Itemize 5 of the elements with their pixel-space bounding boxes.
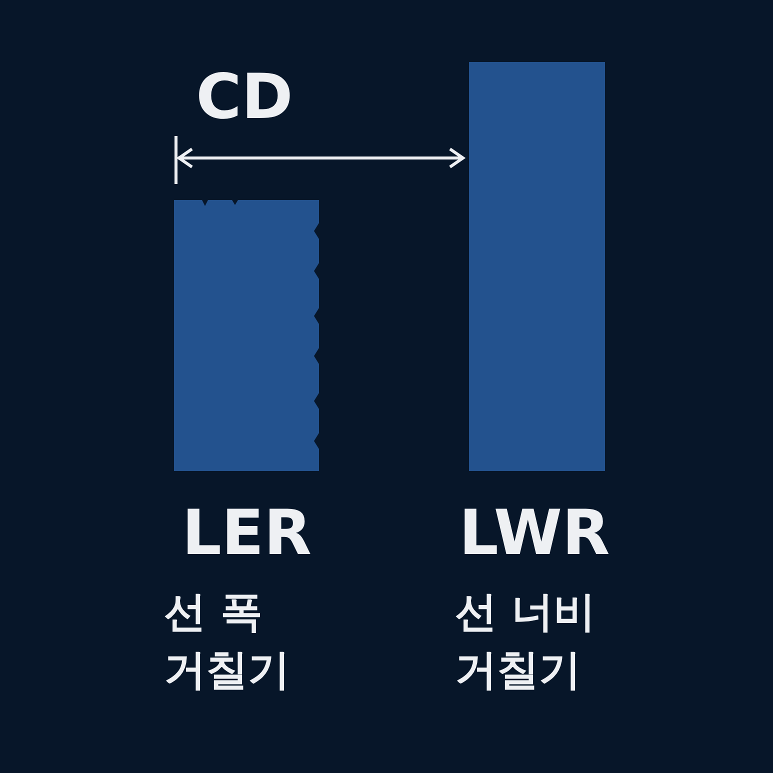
dimension-label: CD bbox=[196, 62, 293, 132]
bar-title: LER bbox=[182, 498, 312, 568]
bar-caption: 선 너비 거칠기 bbox=[455, 586, 597, 696]
bar-title: LWR bbox=[459, 498, 610, 568]
bar-caption: 선 폭 거칠기 bbox=[164, 586, 291, 696]
